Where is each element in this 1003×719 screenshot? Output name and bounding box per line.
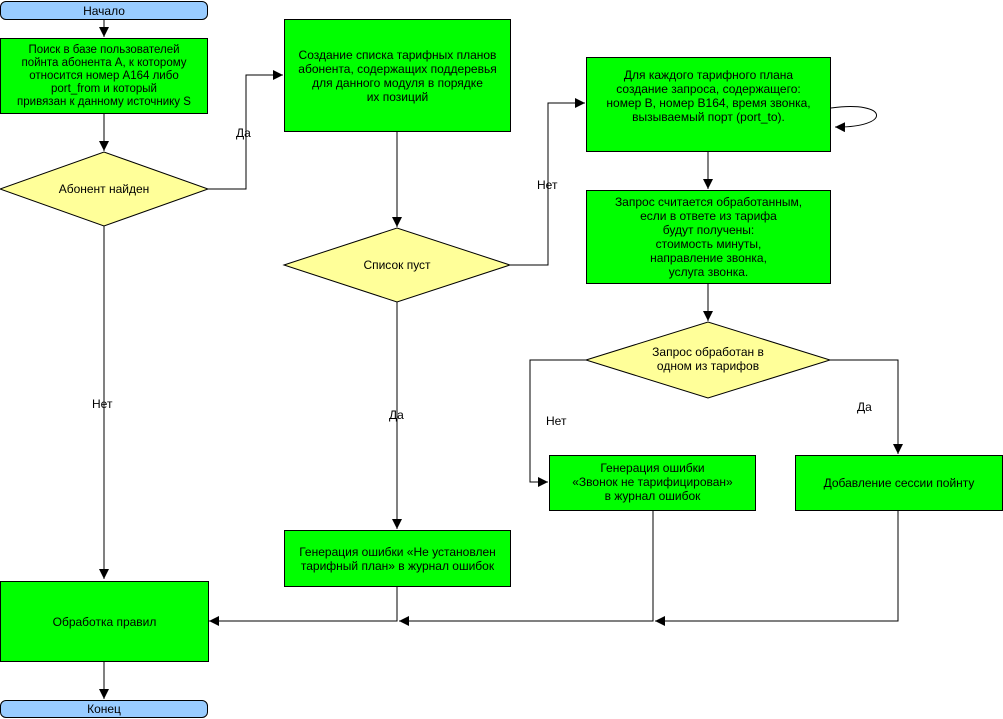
edge-session-to-rules [655, 510, 899, 626]
edge-label-empty-yes: Да [389, 408, 404, 422]
process-create-request: Для каждого тарифного плана создание зап… [586, 57, 831, 152]
create-request-label: Для каждого тарифного плана создание зап… [606, 68, 811, 124]
edge-found-yes [208, 70, 283, 190]
end-label: Конец [87, 702, 121, 716]
edge-label-processed-yes: Да [857, 400, 872, 414]
add-session-label: Добавление сессии пойнту [823, 476, 975, 490]
edge-noplan-to-rules [209, 586, 398, 626]
decision-list-empty: Список пуст [310, 254, 484, 276]
process-rules: Обработка правил [0, 581, 209, 662]
edge-label-empty-no: Нет [537, 178, 558, 192]
process-error-no-plan: Генерация ошибки «Не установлен тарифный… [284, 530, 511, 587]
process-create-plan-list: Создание списка тарифных планов абонента… [284, 19, 511, 132]
user-found-label: Абонент найден [58, 182, 150, 196]
process-request-rule: Запрос считается обработанным, если в от… [586, 190, 831, 284]
edge-label-found-no: Нет [92, 397, 113, 411]
end-terminal: Конец [0, 700, 208, 718]
request-rule-label: Запрос считается обработанным, если в от… [614, 195, 803, 279]
search-user-label: Поиск в базе пользователей пойнта абонен… [17, 43, 191, 108]
edge-label-found-yes: Да [236, 126, 251, 140]
process-error-not-tariffed: Генерация ошибки «Звонок не тарифицирова… [549, 455, 756, 511]
error-no-plan-label: Генерация ошибки «Не установлен тарифный… [299, 544, 496, 573]
start-label: Начало [83, 3, 125, 18]
edge-empty-no [510, 98, 585, 266]
process-add-session: Добавление сессии пойнту [795, 455, 1003, 511]
edge-label-processed-no: Нет [546, 414, 567, 428]
decision-request-processed: Запрос обработан в одном из тарифов [612, 344, 804, 374]
request-processed-label: Запрос обработан в одном из тарифов [652, 345, 764, 373]
error-not-tariffed-label: Генерация ошибки «Звонок не тарифицирова… [572, 461, 733, 503]
edge-request-loop [830, 106, 877, 133]
edge-processed-yes [830, 359, 903, 454]
edge-nottariffed-to-rules [399, 510, 654, 626]
list-empty-label: Список пуст [363, 258, 431, 272]
edge-processed-no [529, 359, 586, 487]
process-search-user: Поиск в базе пользователей пойнта абонен… [0, 38, 208, 114]
start-terminal: Начало [0, 1, 208, 20]
rules-processing-label: Обработка правил [52, 614, 157, 629]
decision-user-found: Абонент найден [20, 178, 188, 200]
create-plan-list-label: Создание списка тарифных планов абонента… [298, 48, 497, 104]
